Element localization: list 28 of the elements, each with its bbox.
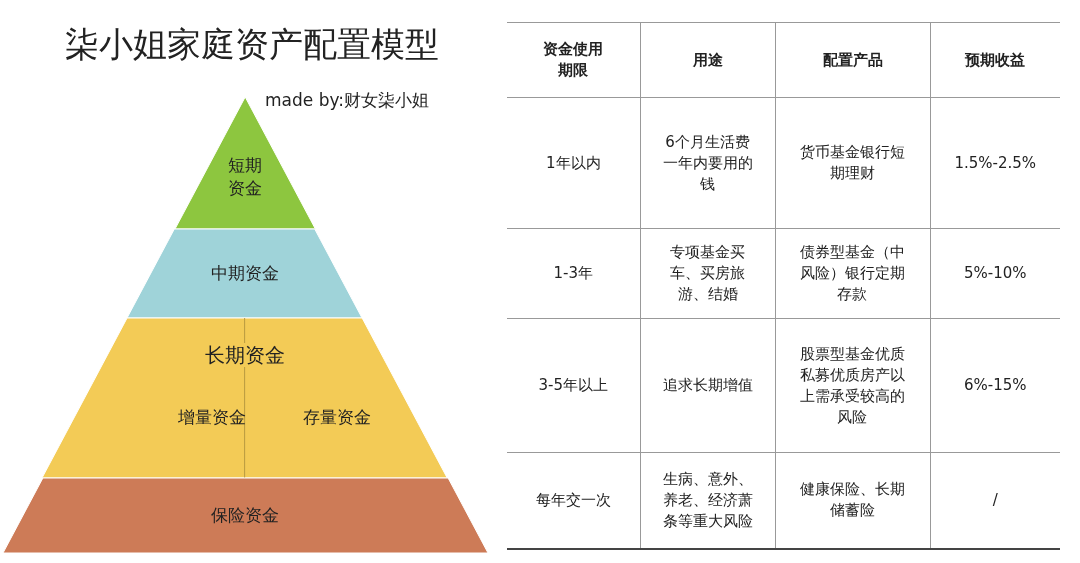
band-label: 短期资金 [227,154,263,200]
diagram-title: 柒小姐家庭资产配置模型 [65,23,439,66]
table-text: 1-3年 [553,263,593,284]
column-header: 用途 [692,49,723,71]
table-text: 追求长期增值 [662,375,753,396]
table-text: 5%-10% [963,263,1027,284]
table-text: 1.5%-2.5% [954,152,1037,174]
table-text: 每年交一次 [535,489,611,511]
table-text: 6%-15% [963,375,1027,396]
column-header: 预期收益 [965,49,1026,71]
table-text: 股票型基金优质私募优质房产以上需承受较高的风险 [799,343,906,428]
band-label: 保险资金 [211,504,279,525]
section-label: 增量资金 [178,407,247,427]
section-label: 存量资金 [303,407,372,427]
table-text: 专项基金买车、买房旅游、结婚 [669,242,746,305]
table-text: 货币基金银行短期理财 [799,142,906,184]
column-header: 配置产品 [822,49,883,71]
table-text: 债券型基金（中风险）银行定期存款 [799,242,906,305]
table-text: 3-5年以上 [538,375,608,396]
table-text: 6个月生活费一年内要用的钱 [661,131,754,195]
table-text: 健康保险、长期储蓄险 [799,479,906,522]
band-label: 中期资金 [211,262,279,283]
column-header: 资金使用期限 [542,39,605,81]
author-credit: made by:财女柒小姐 [265,89,429,112]
table-text: / [992,489,998,511]
table-text: 生病、意外、养老、经济萧条等重大风险 [661,468,754,532]
table-text: 1年以内 [545,152,601,174]
band-label: 长期资金 [205,343,285,367]
